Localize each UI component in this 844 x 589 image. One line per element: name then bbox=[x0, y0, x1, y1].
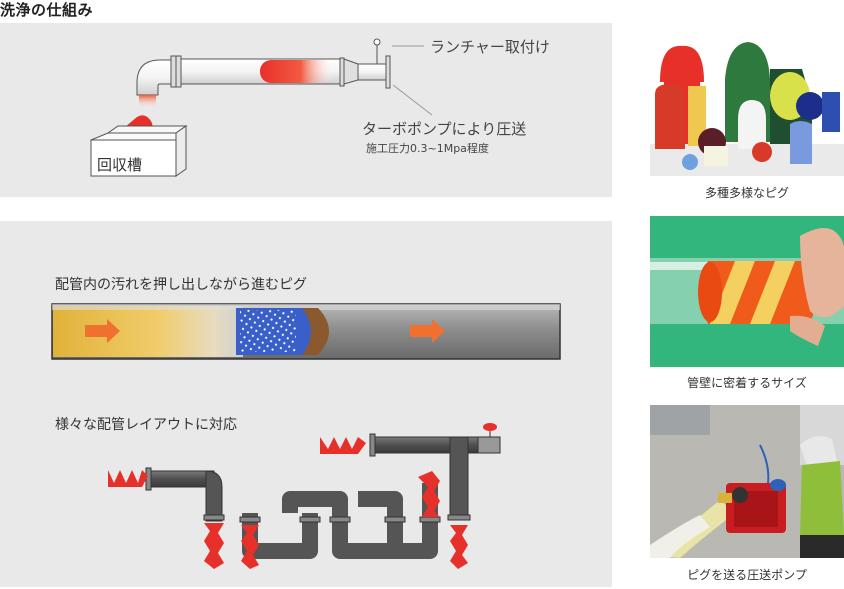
elbow-pipe bbox=[136, 59, 177, 96]
pig-spring bbox=[108, 470, 148, 487]
pig-diagram bbox=[51, 303, 561, 569]
layout-pigs bbox=[108, 437, 468, 569]
flange bbox=[339, 57, 345, 87]
dirt-section bbox=[53, 306, 243, 357]
tank-label: 回収槽 bbox=[97, 156, 143, 174]
flange bbox=[175, 55, 182, 88]
tank-lid bbox=[90, 132, 177, 141]
tank-back bbox=[106, 125, 188, 134]
photo-various-pigs bbox=[650, 24, 844, 176]
pig-spring bbox=[241, 525, 259, 569]
discharge-flow bbox=[139, 95, 156, 109]
pig bbox=[260, 60, 334, 83]
photo-caption: 多種多様なピグ bbox=[704, 186, 789, 200]
pump-label: ターボポンプにより圧送 bbox=[362, 120, 527, 138]
pig-spring bbox=[204, 523, 224, 569]
reducer bbox=[343, 58, 359, 85]
pig-dots bbox=[240, 310, 296, 352]
launcher-diagram-panel: 回収槽 ランチャー取付け ターボポンプにより圧送 施工圧力0.3~1Mpa程度 bbox=[0, 23, 612, 197]
flange bbox=[170, 55, 177, 88]
pipe-highlight bbox=[52, 304, 560, 310]
photo-caption: 管壁に密着するサイズ bbox=[687, 376, 807, 390]
pig-spring bbox=[320, 437, 366, 454]
pig-spring bbox=[450, 525, 468, 569]
valve-knob bbox=[373, 38, 381, 46]
launcher-label: ランチャー取付け bbox=[430, 38, 550, 56]
launcher-diagram bbox=[90, 38, 433, 177]
tank-front bbox=[90, 139, 177, 177]
valve-handle bbox=[483, 423, 497, 431]
launcher-body bbox=[357, 63, 387, 81]
leader-line bbox=[392, 84, 433, 116]
layout-heading: 様々な配管レイアウトに対応 bbox=[55, 417, 237, 433]
pump-sub-label: 施工圧力0.3~1Mpa程度 bbox=[366, 142, 489, 155]
pipe-heading: 配管内の汚れを押し出しながら進むピグ bbox=[55, 277, 307, 293]
page-title: 洗浄の仕組み bbox=[0, 1, 94, 19]
pig-spring bbox=[418, 471, 440, 517]
tank-right bbox=[175, 125, 187, 177]
pig-nose bbox=[302, 308, 311, 355]
flow-arrow bbox=[410, 319, 445, 343]
photo-caption: ピグを送る圧送ポンプ bbox=[687, 568, 807, 582]
flow-arrow bbox=[85, 319, 120, 343]
flange bbox=[385, 55, 391, 89]
photo-pig-in-pipe bbox=[650, 216, 844, 367]
photo-pressure-pump bbox=[650, 405, 844, 558]
pipe-layout bbox=[145, 429, 501, 559]
pig-layout-panel: 配管内の汚れを押し出しながら進むピグ 様々な配管レイアウトに対応 bbox=[0, 221, 612, 587]
